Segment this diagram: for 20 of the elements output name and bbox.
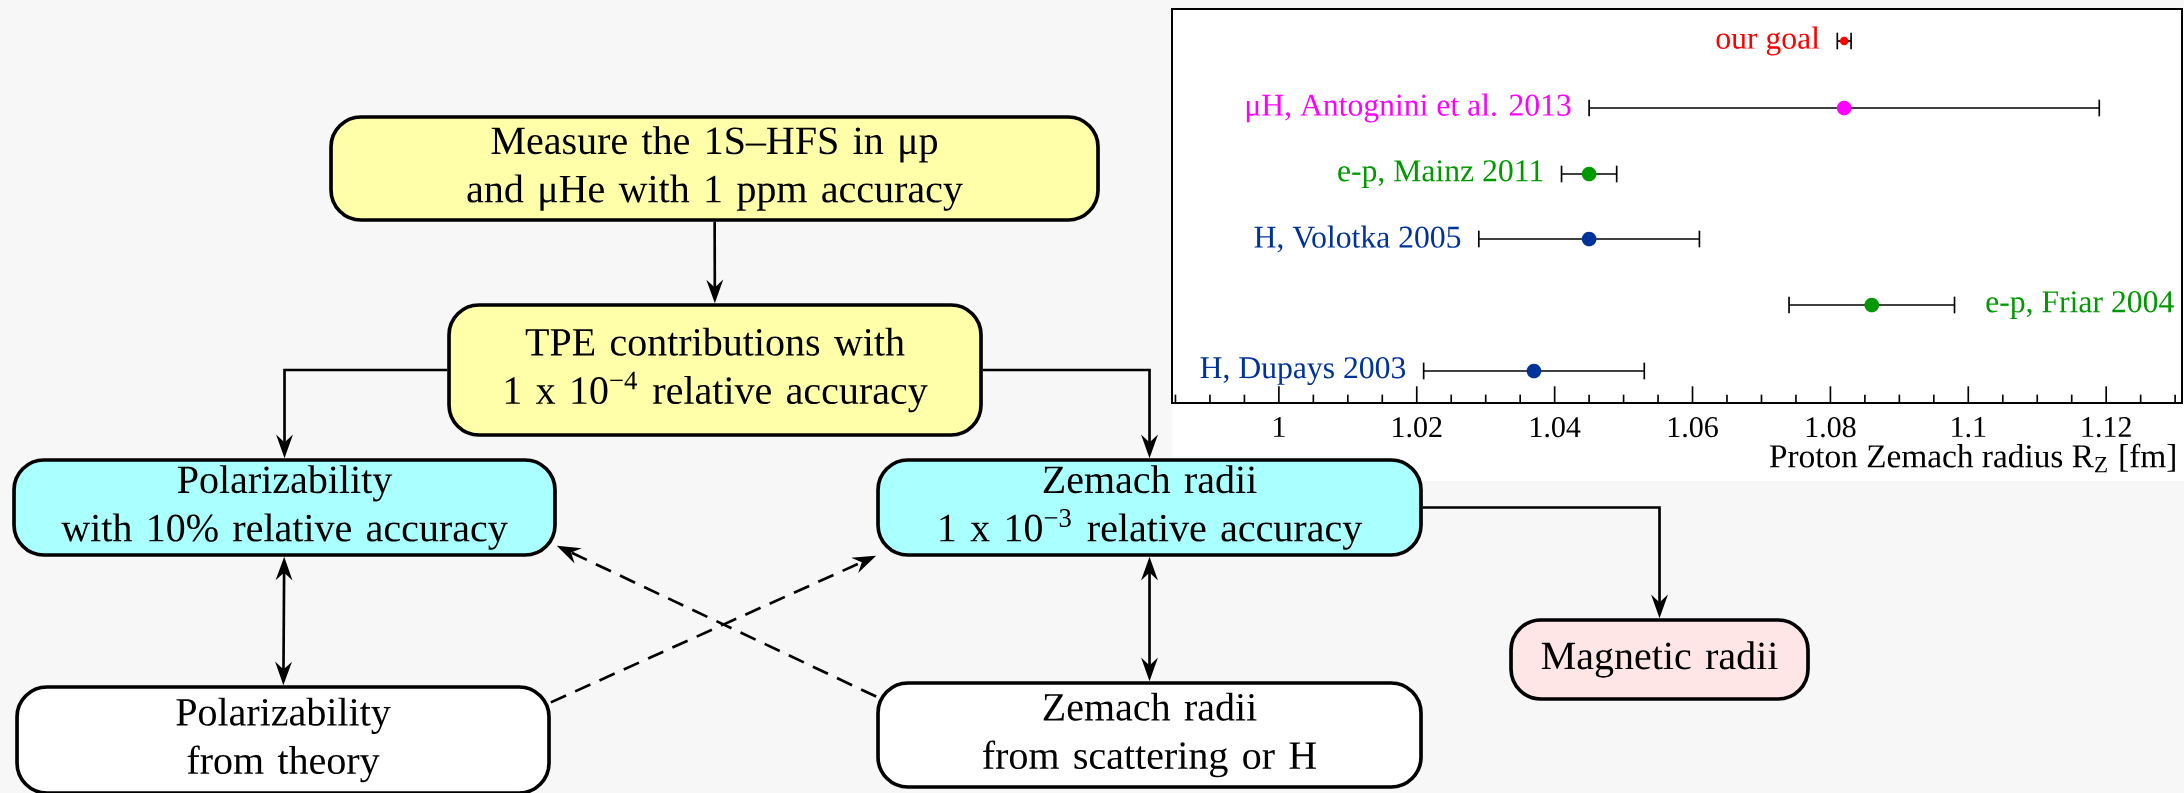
tick-label: 1.04 <box>1531 417 1581 438</box>
process-box: Zemach radii from scattering or H <box>876 681 1423 789</box>
point-label: e-p, Mainz 2011 <box>1338 160 1543 188</box>
point-label: our goal <box>1716 26 1820 56</box>
process-box: Polarizability with 10% relative accuracy <box>12 458 557 557</box>
axis-title: Proton Zemach radius R$_{Z}$ [fm] <box>1769 443 2175 473</box>
process-box: Polarizability from theory <box>15 685 551 793</box>
process-box: TPE contributions with 1 x 10$^{−4}$ relative accuracy <box>447 303 983 437</box>
process-box: Magnetic radii <box>1509 618 1810 701</box>
process-box: Zemach radii 1 x 10$^{−3}$ relative accuracy <box>876 458 1423 557</box>
point-label: H, Volotka 2005 <box>1254 225 1461 253</box>
point-label: H, Dupays 2003 <box>1200 357 1406 385</box>
tick-label: 1.06 <box>1668 417 1718 438</box>
tick-label: 1.02 <box>1393 417 1442 438</box>
point-label: e-p, Friar 2004 <box>1986 291 2174 319</box>
point-label: μH, Antognini et al. 2013 <box>1246 93 1571 123</box>
tick-label: 1.08 <box>1806 417 1856 438</box>
tick-label: 1.1 <box>1952 417 1986 438</box>
process-box: Measure the 1S–HFS in μp and μHe with 1 ppm accuracy <box>329 115 1100 222</box>
tick-label: 1.12 <box>2082 417 2131 438</box>
